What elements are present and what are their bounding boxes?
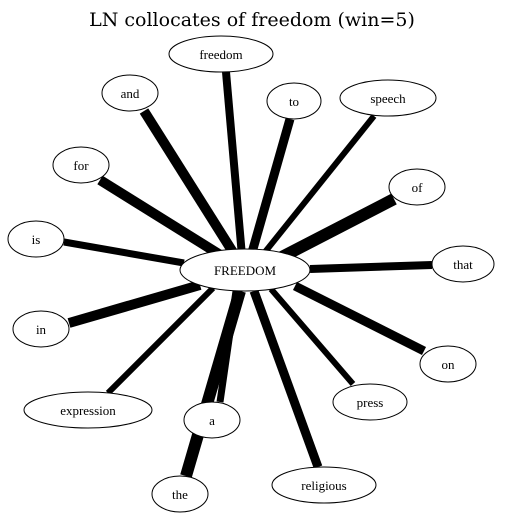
node-label-on: on bbox=[442, 357, 456, 372]
node-label-and: and bbox=[121, 86, 140, 101]
node-and: and bbox=[101, 74, 159, 112]
edge-the bbox=[180, 289, 246, 478]
node-ellipse-a bbox=[183, 401, 241, 439]
edge-for bbox=[97, 175, 225, 261]
edge-layer bbox=[63, 71, 433, 478]
node-to: to bbox=[266, 82, 322, 120]
edge-religious bbox=[249, 289, 323, 469]
node-label-freedom: freedom bbox=[199, 47, 242, 62]
node-ellipse-religious bbox=[271, 466, 377, 504]
node-ellipse-press bbox=[332, 383, 408, 421]
node-label-speech: speech bbox=[370, 91, 406, 106]
node-ellipse-speech bbox=[339, 79, 437, 117]
node-label-of: of bbox=[412, 180, 424, 195]
node-speech: speech bbox=[339, 79, 437, 117]
node-label-for: for bbox=[73, 158, 89, 173]
node-of: of bbox=[388, 168, 446, 206]
node-ellipse-that bbox=[431, 245, 495, 283]
node-label-that: that bbox=[453, 257, 473, 272]
node-on: on bbox=[419, 345, 477, 383]
node-label-is: is bbox=[32, 232, 41, 247]
node-expression: expression bbox=[23, 391, 153, 429]
node-ellipse-is bbox=[7, 220, 65, 258]
center-node-label: FREEDOM bbox=[214, 263, 277, 278]
node-a: a bbox=[183, 401, 241, 439]
node-ellipse-to bbox=[266, 82, 322, 120]
edge-on bbox=[292, 281, 427, 356]
edge-and bbox=[139, 108, 241, 260]
edge-freedom bbox=[222, 71, 246, 257]
edge-of bbox=[275, 193, 397, 265]
node-religious: religious bbox=[271, 466, 377, 504]
node-press: press bbox=[332, 383, 408, 421]
edge-to bbox=[246, 117, 295, 258]
node-label-religious: religious bbox=[301, 478, 347, 493]
edge-speech bbox=[258, 114, 377, 259]
diagram-title: LN collocates of freedom (win=5) bbox=[89, 9, 415, 31]
node-in: in bbox=[12, 310, 70, 348]
node-label-expression: expression bbox=[60, 403, 116, 418]
node-ellipse-and bbox=[101, 74, 159, 112]
node-freedom: freedom bbox=[168, 35, 274, 73]
node-ellipse-the bbox=[151, 475, 209, 513]
node-the: the bbox=[151, 475, 209, 513]
edge-press bbox=[268, 287, 356, 386]
node-label-a: a bbox=[209, 413, 215, 428]
center-node: FREEDOM bbox=[179, 248, 311, 292]
node-ellipse-of bbox=[388, 168, 446, 206]
node-label-in: in bbox=[36, 322, 47, 337]
node-label-press: press bbox=[357, 395, 384, 410]
node-ellipse-on bbox=[419, 345, 477, 383]
node-layer: freedom to speech and for of is that in on express… bbox=[7, 35, 495, 513]
node-ellipse-expression bbox=[23, 391, 153, 429]
node-for: for bbox=[52, 146, 110, 184]
node-ellipse-for bbox=[52, 146, 110, 184]
node-ellipse-freedom bbox=[168, 35, 274, 73]
node-label-the: the bbox=[172, 487, 188, 502]
edge-expression bbox=[105, 285, 216, 396]
edge-that bbox=[309, 261, 433, 273]
edge-in bbox=[67, 280, 202, 328]
node-ellipse-in bbox=[12, 310, 70, 348]
node-that: that bbox=[431, 245, 495, 283]
node-label-to: to bbox=[289, 94, 299, 109]
edge-is bbox=[63, 238, 185, 267]
center-node-ellipse bbox=[179, 248, 311, 292]
node-is: is bbox=[7, 220, 65, 258]
